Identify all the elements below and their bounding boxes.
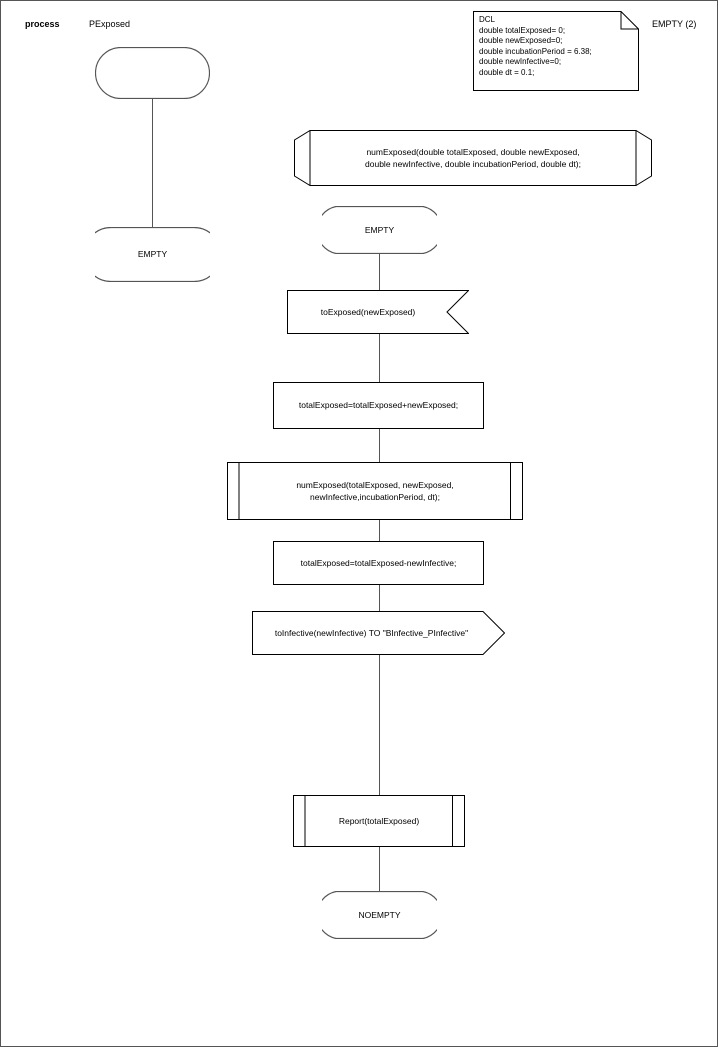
connector-output-to-proccall2 — [379, 655, 380, 795]
state-empty-left-shape — [95, 227, 210, 282]
procedure-call-symbol-2-shape — [293, 795, 465, 847]
state-empty[interactable]: EMPTY — [322, 206, 437, 254]
output-symbol-shape — [252, 611, 505, 655]
state-noempty[interactable]: NOEMPTY — [322, 891, 437, 939]
start-symbol[interactable] — [95, 47, 210, 99]
state-noempty-shape — [322, 891, 437, 939]
input-symbol-shape — [287, 290, 469, 334]
dcl-box-shape — [473, 11, 639, 91]
procedure-declaration-shape — [294, 130, 652, 186]
connector-task1-to-proccall1 — [379, 429, 380, 462]
page-label: EMPTY (2) — [652, 19, 697, 29]
start-symbol-shape — [95, 47, 210, 99]
state-empty-shape — [322, 206, 437, 254]
connector-start-to-empty — [152, 99, 153, 227]
procedure-call-symbol-1[interactable]: numExposed(totalExposed, newExposed, new… — [227, 462, 523, 520]
connector-input-to-task1 — [379, 334, 380, 382]
procedure-call-symbol-2[interactable]: Report(totalExposed) — [293, 795, 465, 847]
procedure-declaration-symbol[interactable]: numExposed(double totalExposed, double n… — [294, 130, 652, 186]
connector-empty-to-input — [379, 254, 380, 290]
process-name: PExposed — [89, 19, 131, 29]
task-symbol-1-shape — [273, 382, 484, 429]
task-symbol-2-shape — [273, 541, 484, 585]
connector-proccall2-to-noempty — [379, 847, 380, 891]
input-symbol-toexposed[interactable]: toExposed(newExposed) — [287, 290, 469, 334]
connector-proccall1-to-task2 — [379, 520, 380, 541]
connector-task2-to-output — [379, 585, 380, 611]
process-keyword: process — [25, 19, 60, 29]
task-symbol-2[interactable]: totalExposed=totalExposed-newInfective; — [273, 541, 484, 585]
state-empty-left[interactable]: EMPTY — [95, 227, 210, 282]
procedure-call-symbol-1-shape — [227, 462, 523, 520]
dcl-declaration-box[interactable]: DCL double totalExposed= 0; double newEx… — [473, 11, 639, 91]
output-symbol-toinfective[interactable]: toInfective(newInfective) TO "BInfective… — [252, 611, 505, 655]
task-symbol-1[interactable]: totalExposed=totalExposed+newExposed; — [273, 382, 484, 429]
